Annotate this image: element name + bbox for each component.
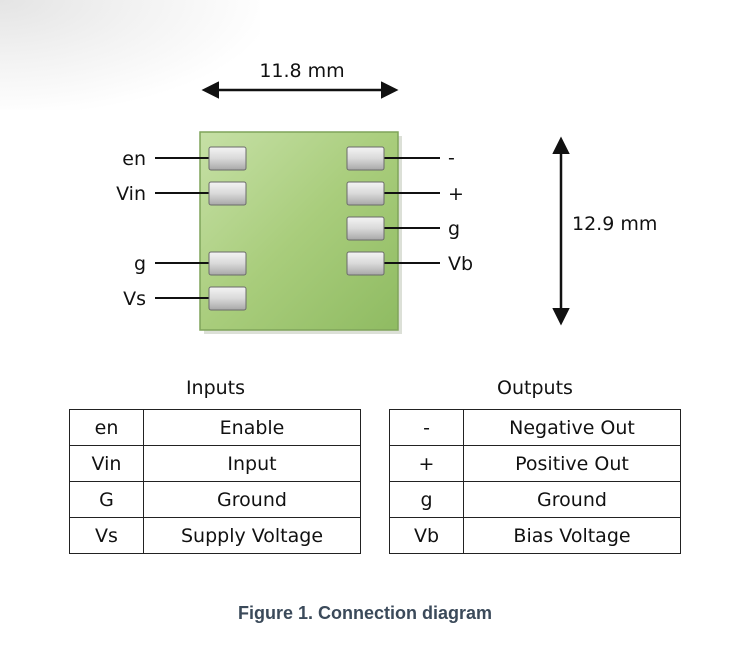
- table-cell-function: Enable: [143, 409, 361, 446]
- pin-label-g-right: g: [448, 218, 460, 240]
- pin-label-plus: +: [448, 183, 464, 205]
- table-cell-pin: G: [69, 481, 144, 518]
- height-dimension-label: 12.9 mm: [572, 213, 657, 235]
- connection-diagram: 11.8 mm 12.9 mm en Vin g Vs - + g Vb: [116, 60, 657, 334]
- table-cell-function: Ground: [463, 481, 681, 518]
- pin-label-minus: -: [448, 147, 455, 169]
- table-cell-pin: Vin: [69, 445, 144, 482]
- table-row: g Ground: [389, 481, 681, 518]
- table-cell-function: Positive Out: [463, 445, 681, 482]
- table-cell-pin: g: [389, 481, 464, 518]
- table-cell-function: Ground: [143, 481, 361, 518]
- table-cell-function: Bias Voltage: [463, 517, 681, 554]
- table-cell-pin: +: [389, 445, 464, 482]
- inputs-table-title: Inputs: [185, 377, 246, 399]
- pad-en: [208, 146, 247, 171]
- pad-vs: [208, 286, 247, 311]
- table-row: - Negative Out: [389, 409, 681, 446]
- table-cell-pin: -: [389, 409, 464, 446]
- table-cell-function: Negative Out: [463, 409, 681, 446]
- table-row: en Enable: [69, 409, 361, 446]
- table-cell-function: Input: [143, 445, 361, 482]
- pin-label-vb: Vb: [448, 253, 473, 275]
- table-row: Vb Bias Voltage: [389, 517, 681, 554]
- table-row: Vs Supply Voltage: [69, 517, 361, 554]
- figure-caption: Figure 1. Connection diagram: [237, 603, 493, 623]
- pin-label-en: en: [122, 148, 146, 170]
- pin-label-g-left: g: [134, 253, 146, 275]
- table-row: G Ground: [69, 481, 361, 518]
- table-cell-pin: Vb: [389, 517, 464, 554]
- table-cell-function: Supply Voltage: [143, 517, 361, 554]
- table-row: + Positive Out: [389, 445, 681, 482]
- pin-label-vin: Vin: [116, 183, 146, 205]
- table-cell-pin: Vs: [69, 517, 144, 554]
- pad-vb: [346, 251, 385, 276]
- pad-g-right: [346, 216, 385, 241]
- inputs-table: en Enable Vin Input G Ground Vs Supply V…: [69, 409, 361, 554]
- pad-minus: [346, 146, 385, 171]
- pad-g-left: [208, 251, 247, 276]
- table-cell-pin: en: [69, 409, 144, 446]
- outputs-table-title: Outputs: [497, 377, 573, 399]
- pad-vin: [208, 181, 247, 206]
- pad-plus: [346, 181, 385, 206]
- width-dimension-label: 11.8 mm: [259, 60, 344, 82]
- outputs-table: - Negative Out + Positive Out g Ground V…: [389, 409, 681, 554]
- pin-label-vs: Vs: [123, 288, 146, 310]
- table-row: Vin Input: [69, 445, 361, 482]
